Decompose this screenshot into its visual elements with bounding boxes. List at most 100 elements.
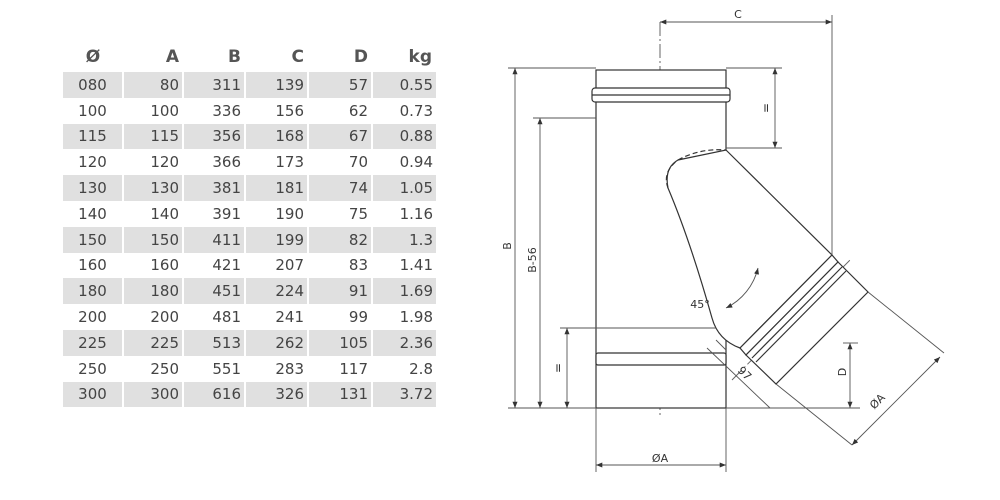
table-cell: 1.41 bbox=[399, 256, 433, 275]
table-cell: 366 bbox=[183, 149, 246, 176]
table-cell: 67 bbox=[308, 123, 373, 150]
table-cell: 180 bbox=[63, 278, 124, 305]
table-cell: 356 bbox=[183, 123, 246, 150]
table-cell: 62 bbox=[308, 97, 373, 124]
table-cell: 156 bbox=[245, 97, 309, 124]
table-cell: 131 bbox=[308, 381, 373, 408]
table-cell: 224 bbox=[245, 278, 309, 305]
table-cell: 250 bbox=[123, 355, 184, 382]
table-cell: 75 bbox=[308, 200, 373, 227]
table-cell: 180 bbox=[123, 278, 184, 305]
table-cell: 140 bbox=[63, 200, 124, 227]
header-c: C bbox=[291, 47, 304, 67]
table-cell: 140 bbox=[123, 200, 184, 227]
table-cell: 115 bbox=[123, 123, 184, 150]
dimension-label-b: B bbox=[501, 242, 514, 250]
table-cell: 160 bbox=[63, 252, 124, 279]
table-cell: 150 bbox=[123, 226, 184, 253]
table-cell: 70 bbox=[308, 149, 373, 176]
table-cell: 0.94 bbox=[399, 153, 433, 172]
table-cell: 225 bbox=[123, 329, 184, 356]
table-cell: 300 bbox=[63, 381, 124, 408]
dimension-label-c: C bbox=[734, 8, 742, 21]
table-cell: 74 bbox=[308, 175, 373, 201]
table-cell: 250 bbox=[63, 355, 124, 382]
table-cell: 300 bbox=[123, 381, 184, 408]
table-cell: 080 bbox=[63, 72, 124, 98]
table-cell: 381 bbox=[183, 175, 246, 201]
table-cell: 80 bbox=[123, 72, 184, 98]
table-cell: 115 bbox=[63, 123, 124, 150]
table-cell: 130 bbox=[123, 175, 184, 201]
table-cell: 311 bbox=[183, 72, 246, 98]
table-cell: 139 bbox=[245, 72, 309, 98]
dimension-label-dia-bottom: ØA bbox=[652, 452, 669, 465]
table-cell: 117 bbox=[308, 355, 373, 382]
table-cell: 0.88 bbox=[372, 123, 436, 150]
dimension-label-dia-branch: ØA bbox=[867, 391, 888, 412]
table-cell: 551 bbox=[183, 355, 246, 382]
header-b: B bbox=[228, 47, 241, 67]
table-cell: 83 bbox=[308, 252, 373, 279]
header-a: A bbox=[165, 47, 179, 67]
table-cell: 481 bbox=[183, 304, 246, 330]
table-cell: 173 bbox=[245, 149, 309, 176]
table-cell: 168 bbox=[245, 123, 309, 150]
table-cell: 160 bbox=[123, 252, 184, 279]
dimension-label-d: D bbox=[836, 368, 849, 376]
table-cell: 1.3 bbox=[372, 226, 436, 253]
table-cell: 1.05 bbox=[372, 175, 436, 201]
table-header-row: Ø A B C D kg bbox=[63, 42, 436, 72]
table-cell: 336 bbox=[183, 97, 246, 124]
table-cell: 120 bbox=[123, 149, 184, 176]
table-cell: 130 bbox=[63, 175, 124, 201]
dimension-label-angle: 45° bbox=[690, 298, 710, 311]
table-cell: 225 bbox=[63, 329, 124, 356]
y-branch-drawing: C B B-56 45° D 97 ØA ØA = = bbox=[501, 8, 945, 472]
table-cell: 283 bbox=[245, 355, 309, 382]
table-cell: 411 bbox=[183, 226, 246, 253]
table-cell: 91 bbox=[308, 278, 373, 305]
table-cell: 262 bbox=[245, 329, 309, 356]
table-cell: 199 bbox=[245, 226, 309, 253]
table-cell: 190 bbox=[245, 200, 309, 227]
table-cell: 0.73 bbox=[399, 101, 433, 120]
table-cell: 2.36 bbox=[372, 329, 436, 356]
table-cell: 200 bbox=[123, 304, 184, 330]
table-cell: 391 bbox=[183, 200, 246, 227]
table-cell: 57 bbox=[308, 72, 373, 98]
table-cell: 241 bbox=[245, 304, 309, 330]
table-cell: 100 bbox=[63, 97, 124, 124]
table-cell: 1.16 bbox=[399, 204, 433, 223]
table-cell: 207 bbox=[245, 252, 309, 279]
table-cell: 513 bbox=[183, 329, 246, 356]
table-cell: 1.98 bbox=[399, 308, 433, 327]
dimension-lines bbox=[508, 15, 945, 472]
table-cell: 3.72 bbox=[372, 381, 436, 408]
header-kg: kg bbox=[408, 47, 432, 67]
table-cell: 150 bbox=[63, 226, 124, 253]
table-cell: 326 bbox=[245, 381, 309, 408]
table-cell: 181 bbox=[245, 175, 309, 201]
header-d: D bbox=[353, 47, 368, 67]
dimension-label-offset: 97 bbox=[735, 364, 754, 383]
table-cell: 82 bbox=[308, 226, 373, 253]
table-cell: 120 bbox=[63, 149, 124, 176]
table-cell: 451 bbox=[183, 278, 246, 305]
header-diameter: Ø bbox=[85, 47, 101, 67]
equal-mark-top: = bbox=[759, 103, 773, 113]
